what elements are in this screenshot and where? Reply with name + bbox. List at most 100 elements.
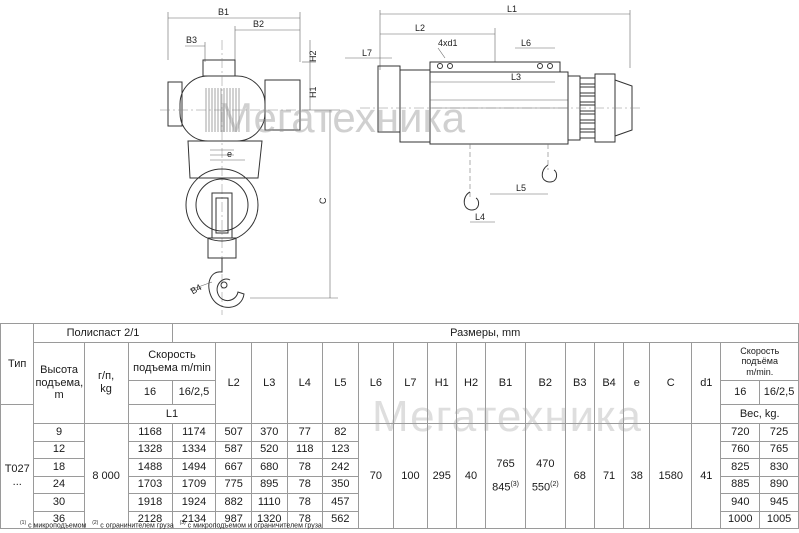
dim-l2: L2 [415, 23, 425, 33]
dim-l3: L3 [511, 72, 521, 82]
cell-l5: 242 [322, 458, 359, 477]
cell-h1: 295 [426, 423, 457, 529]
cell-l1a: 2128 [127, 510, 173, 529]
footnote-1-mark: (1) [20, 520, 27, 526]
cell-l1a: 1703 [127, 475, 173, 494]
hdr-b4: B4 [593, 342, 625, 424]
cell-l1b: 1924 [171, 493, 217, 512]
cell-l7: 100 [393, 423, 428, 529]
footnote-2: с ограничителем груза [98, 522, 174, 530]
cell-weight-16: 940 [720, 493, 761, 512]
cell-b2-std: 470 [536, 458, 555, 471]
cell-l6: 70 [357, 423, 395, 529]
cell-b1-std: 765 [496, 458, 515, 471]
cell-l2: 987 [215, 510, 252, 529]
footnotes: (1) с микроподъемом (2) с ограничителем … [20, 520, 322, 529]
cell-c: 1580 [649, 423, 693, 529]
dim-holes: 4xd1 [438, 38, 458, 48]
hdr-e: e [623, 342, 651, 424]
hdr-speed-16: 16 [127, 380, 173, 405]
hdr-l5: L5 [322, 342, 359, 424]
dim-c: C [318, 197, 328, 204]
hdr-l7: L7 [393, 342, 428, 424]
cell-e: 38 [623, 423, 651, 529]
type-cell: T027 ... [0, 423, 35, 529]
hdr-ves: Вес, kg. [720, 404, 799, 424]
cell-l5: 123 [322, 440, 359, 459]
cell-l4: 78 [286, 493, 324, 512]
cell-l3: 1320 [250, 510, 288, 529]
hdr-l4: L4 [286, 342, 324, 424]
cell-l3: 680 [250, 458, 288, 477]
hdr-skorost: Скорость подъема m/min [127, 342, 217, 381]
cell-l5: 562 [322, 510, 359, 529]
cell-l1b: 1709 [171, 475, 217, 494]
cell-l5: 350 [322, 475, 359, 494]
cell-l1b: 1334 [171, 440, 217, 459]
spec-table: Тип Полиспаст 2/1 Размеры, mm Высота под… [0, 323, 799, 529]
cell-weight-162: 830 [759, 458, 799, 477]
cell-weight-16: 720 [720, 423, 761, 442]
cell-l4: 118 [286, 440, 324, 459]
dim-l7: L7 [362, 48, 372, 58]
cell-weight-16: 885 [720, 475, 761, 494]
cell-l4: 78 [286, 475, 324, 494]
hdr-l2: L2 [215, 342, 252, 424]
hdr-b2: B2 [524, 342, 566, 424]
hdr-vysota: Высота подъема, m [33, 342, 85, 424]
hdr-w-speed-162: 16/2,5 [759, 380, 799, 405]
dim-l1: L1 [507, 4, 517, 14]
side-view [345, 10, 640, 223]
hdr-l1: L1 [127, 404, 217, 424]
cell-l1b: 2134 [171, 510, 217, 529]
cell-weight-162: 725 [759, 423, 799, 442]
cell-load: 8 000 [83, 423, 129, 529]
dim-l6: L6 [521, 38, 531, 48]
dim-l5: L5 [516, 183, 526, 193]
cell-l3: 1110 [250, 493, 288, 512]
cell-weight-162: 890 [759, 475, 799, 494]
footnote-3-mark: (3) [179, 520, 186, 526]
hdr-b1: B1 [485, 342, 526, 424]
hdr-d1: d1 [691, 342, 722, 424]
hdr-speed-162: 16/2,5 [171, 380, 217, 405]
hdr-l6: L6 [357, 342, 395, 424]
cell-height: 12 [33, 440, 85, 459]
hdr-tip: Тип [0, 323, 35, 405]
cell-b1-note: (3) [510, 480, 519, 488]
hdr-h2: H2 [455, 342, 487, 424]
cell-l5: 457 [322, 493, 359, 512]
cell-h2: 40 [455, 423, 487, 529]
footnote-1: с микроподъемом [26, 522, 87, 530]
dim-l4: L4 [475, 212, 485, 222]
cell-b4: 71 [593, 423, 625, 529]
cell-l4: 77 [286, 423, 324, 442]
cell-height: 9 [33, 423, 85, 442]
cell-weight-16: 825 [720, 458, 761, 477]
dim-b1: B1 [218, 7, 229, 17]
cell-l2: 882 [215, 493, 252, 512]
cell-l3: 895 [250, 475, 288, 494]
watermark-top: Мегатехника [218, 94, 466, 141]
cell-weight-162: 1005 [759, 510, 799, 529]
hdr-c: C [649, 342, 693, 424]
hdr-skorost-right: Скорость подъёма m/min. [720, 342, 799, 381]
dim-b2: B2 [253, 19, 264, 29]
technical-drawing: B1 B2 B3 H2 H1 C e B4 L1 L2 L7 4xd1 L6 L… [160, 4, 640, 315]
dim-b4: B4 [189, 282, 204, 296]
watermark-table: Мегатехника [372, 392, 642, 441]
front-view [160, 12, 340, 315]
cell-l5: 82 [322, 423, 359, 442]
dim-h2: H2 [308, 50, 318, 62]
cell-weight-16: 760 [720, 440, 761, 459]
cell-l2: 667 [215, 458, 252, 477]
hdr-b3: B3 [564, 342, 595, 424]
cell-l1a: 1918 [127, 493, 173, 512]
cell-l3: 520 [250, 440, 288, 459]
hdr-w-speed-16: 16 [720, 380, 761, 405]
cell-b2-note: (2) [550, 480, 559, 488]
